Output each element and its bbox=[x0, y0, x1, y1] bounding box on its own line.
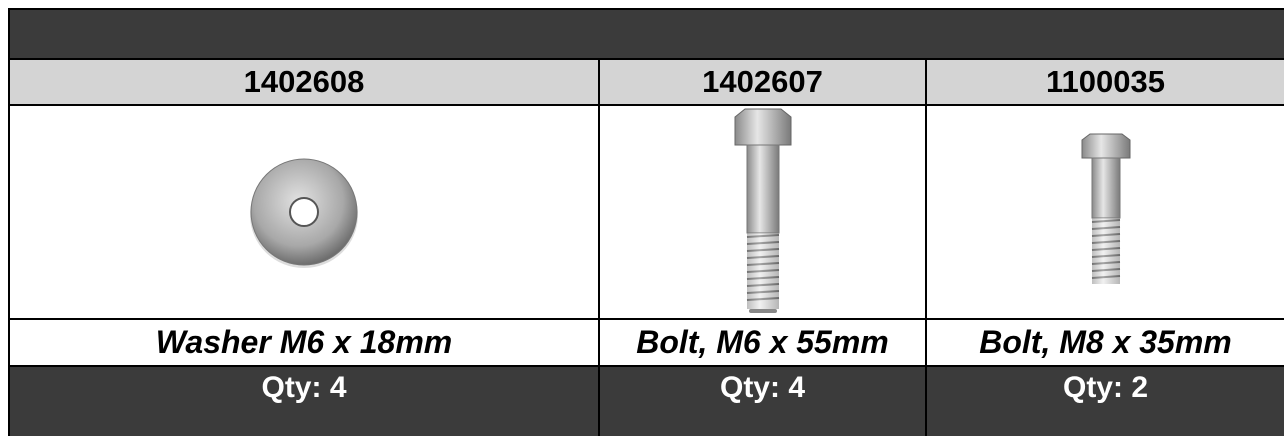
long-bolt-icon bbox=[734, 108, 791, 313]
header-bar bbox=[10, 10, 1284, 58]
part-image-1 bbox=[10, 106, 598, 318]
part-quantity-3: Qty: 2 bbox=[927, 367, 1284, 436]
part-description-2: Bolt, M6 x 55mm bbox=[600, 320, 925, 365]
part-number-2: 1402607 bbox=[600, 60, 925, 104]
part-quantity-2: Qty: 4 bbox=[600, 367, 925, 436]
part-image-2 bbox=[600, 106, 925, 318]
part-description-3: Bolt, M8 x 35mm bbox=[927, 320, 1284, 365]
part-description-1: Washer M6 x 18mm bbox=[10, 320, 598, 365]
parts-table: 1402608 1402607 1100035 bbox=[10, 60, 1284, 436]
washer-icon bbox=[250, 158, 358, 268]
part-image-3 bbox=[927, 106, 1284, 318]
short-bolt-icon bbox=[1081, 133, 1130, 284]
part-number-3: 1100035 bbox=[927, 60, 1284, 104]
part-number-1: 1402608 bbox=[10, 60, 598, 104]
parts-sheet: 1402608 1402607 1100035 bbox=[8, 8, 1284, 436]
part-quantity-1: Qty: 4 bbox=[10, 367, 598, 436]
